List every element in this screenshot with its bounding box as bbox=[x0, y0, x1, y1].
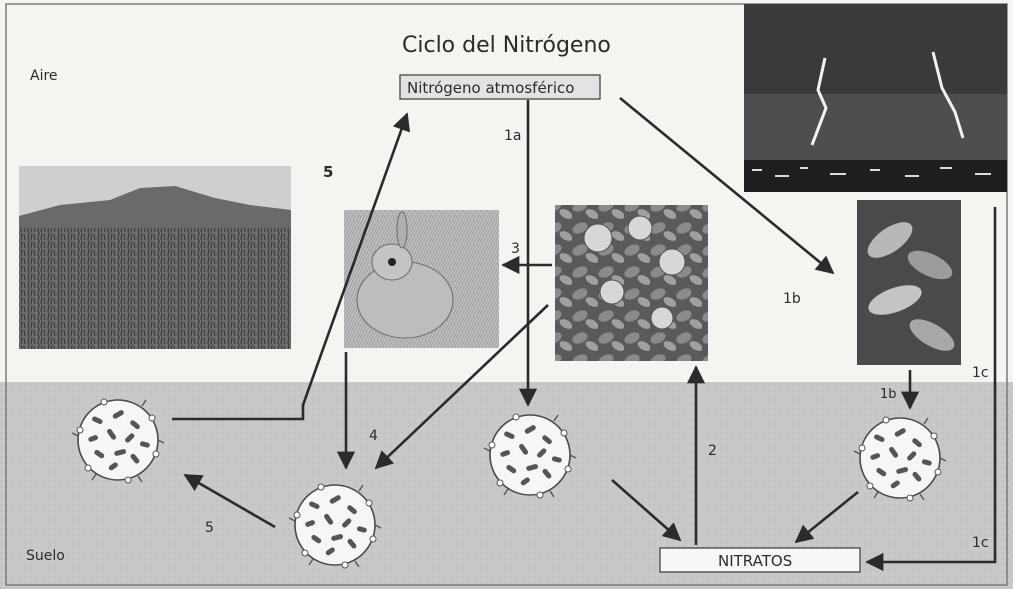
label-1c-bottom: 1c bbox=[972, 535, 989, 551]
arrow-5-left bbox=[183, 473, 276, 529]
arrow-1c bbox=[865, 207, 997, 572]
diagram-title: Ciclo del Nitrógeno bbox=[402, 33, 611, 58]
label-2: 2 bbox=[708, 443, 717, 459]
atmospheric-nitrogen-label: Nitrógeno atmosférico bbox=[407, 79, 574, 97]
arrow-4 bbox=[374, 304, 549, 470]
figure-border bbox=[5, 3, 1008, 586]
nitrates-label: NITRATOS bbox=[718, 552, 792, 570]
air-label: Aire bbox=[30, 68, 58, 84]
arrow-to-nitrates-center bbox=[611, 479, 682, 542]
label-1b-top: 1b bbox=[783, 291, 801, 307]
label-3: 3 bbox=[511, 241, 520, 257]
landscape-photo bbox=[19, 166, 291, 349]
arrow-to-nitrates-right bbox=[794, 490, 859, 544]
label-4: 4 bbox=[369, 428, 378, 444]
label-1c-top: 1c bbox=[972, 365, 989, 381]
label-5-bottom: 5 bbox=[205, 520, 214, 536]
arrow-5-up bbox=[172, 112, 411, 421]
lightning-photo bbox=[744, 4, 1007, 192]
label-1b-bottom: 1b bbox=[880, 387, 897, 402]
label-5-top: 5 bbox=[323, 163, 333, 181]
nitrates-box bbox=[659, 547, 861, 573]
rabbit-photo bbox=[344, 210, 499, 348]
leaf-plant-photo bbox=[857, 200, 961, 365]
arrow-1b-lightning bbox=[619, 96, 835, 275]
atmospheric-nitrogen-box bbox=[399, 74, 601, 100]
legume-plant-photo bbox=[555, 205, 708, 361]
label-1a: 1a bbox=[504, 128, 522, 144]
soil-label: Suelo bbox=[26, 548, 65, 564]
